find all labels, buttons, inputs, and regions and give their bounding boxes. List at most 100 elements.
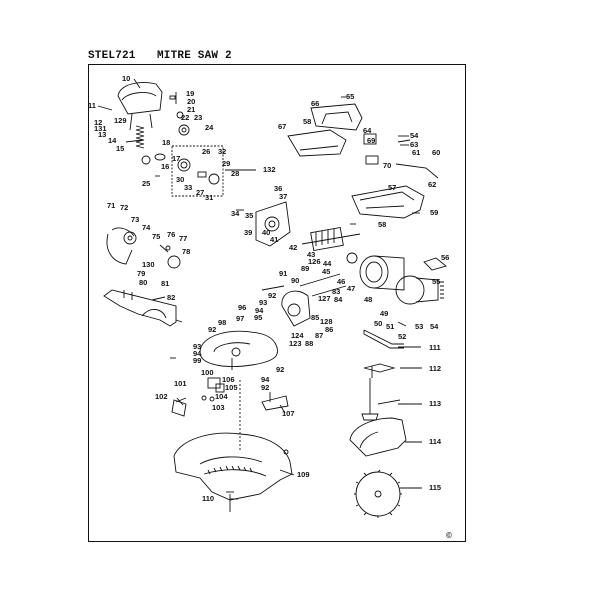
part-label: 62 — [428, 180, 437, 189]
part-label: 87 — [315, 331, 324, 340]
part-label: 82 — [167, 293, 176, 302]
part-label: 28 — [231, 169, 240, 178]
part-label: 130 — [142, 260, 155, 269]
part-label: 11 — [88, 101, 96, 110]
part-label: 45 — [322, 267, 331, 276]
diagram-frame — [88, 64, 466, 542]
part-label: 97 — [236, 314, 245, 323]
part-label: 86 — [325, 325, 334, 334]
part-label: 132 — [263, 165, 276, 174]
part-label: 39 — [244, 228, 253, 237]
part-label: 111 — [429, 343, 441, 352]
part-label: 65 — [346, 92, 355, 101]
copyright-mark: © — [446, 531, 452, 540]
part-label: 102 — [155, 392, 168, 401]
part-label: 15 — [116, 144, 125, 153]
part-label: 93 — [193, 342, 202, 351]
part-label: 57 — [388, 183, 397, 192]
part-label: 92 — [276, 365, 285, 374]
part-label: 112 — [429, 364, 442, 373]
part-label: 84 — [334, 295, 343, 304]
part-label: 33 — [184, 183, 193, 192]
part-label: 69 — [367, 136, 376, 145]
part-label: 12 — [94, 118, 103, 127]
part-label: 94 — [261, 375, 270, 384]
part-label: 126 — [308, 257, 321, 266]
part-label: 29 — [222, 159, 231, 168]
part-label: 124 — [291, 331, 304, 340]
part-label: 109 — [297, 470, 310, 479]
part-label: 91 — [279, 269, 288, 278]
part-label: 131 — [94, 124, 107, 133]
part-label: 89 — [301, 264, 310, 273]
part-label: 49 — [380, 309, 389, 318]
part-label: 75 — [152, 232, 161, 241]
part-label: 77 — [179, 234, 188, 243]
part-label: 64 — [363, 126, 372, 135]
part-label: 58 — [303, 117, 312, 126]
part-label: 43 — [307, 250, 316, 259]
part-label: 30 — [176, 175, 185, 184]
part-label: 22 — [181, 113, 190, 122]
part-label: 127 — [318, 294, 331, 303]
part-label: 70 — [383, 161, 392, 170]
part-label: 53 — [415, 322, 424, 331]
part-label: 60 — [432, 148, 441, 157]
part-label: 54 — [430, 322, 439, 331]
part-label: 129 — [114, 116, 127, 125]
part-label: 66 — [311, 99, 320, 108]
diagram-title: MITRE SAW 2 — [157, 50, 232, 62]
part-label: 78 — [182, 247, 191, 256]
part-label: 73 — [131, 215, 140, 224]
part-label: 32 — [218, 147, 227, 156]
part-label: 110 — [202, 494, 215, 503]
part-label: 16 — [161, 162, 170, 171]
part-label: 103 — [212, 403, 225, 412]
part-label: 101 — [174, 379, 187, 388]
part-label: 92 — [208, 325, 217, 334]
part-label: 54 — [410, 131, 419, 140]
part-label: 98 — [218, 318, 227, 327]
part-label: 50 — [374, 319, 383, 328]
part-label: 95 — [254, 313, 263, 322]
part-label: 99 — [193, 356, 202, 365]
model-number: STEL721 — [88, 50, 136, 62]
part-label: 92 — [261, 383, 270, 392]
part-label: 94 — [255, 306, 264, 315]
part-label: 105 — [225, 383, 238, 392]
part-label: 55 — [432, 277, 441, 286]
part-label: 90 — [291, 276, 300, 285]
part-label: 61 — [412, 148, 421, 157]
part-label: 44 — [323, 259, 332, 268]
part-label: 48 — [364, 295, 373, 304]
part-label: 63 — [410, 140, 419, 149]
part-label: 56 — [441, 253, 450, 262]
part-label: 104 — [215, 392, 228, 401]
part-label: 83 — [332, 287, 341, 296]
part-label: 74 — [142, 223, 151, 232]
part-label: 115 — [429, 483, 442, 492]
part-label: 51 — [386, 322, 395, 331]
part-label: 20 — [187, 97, 196, 106]
part-label: 93 — [259, 298, 268, 307]
part-label: 52 — [398, 332, 407, 341]
part-label: 106 — [222, 375, 235, 384]
part-label: 14 — [108, 136, 117, 145]
part-label: 113 — [429, 399, 442, 408]
part-label: 59 — [430, 208, 439, 217]
part-label: 72 — [120, 203, 129, 212]
part-label: 85 — [311, 313, 320, 322]
part-label: 26 — [202, 147, 211, 156]
part-label: 71 — [107, 201, 116, 210]
part-label: 31 — [205, 193, 214, 202]
part-label: 58 — [378, 220, 387, 229]
part-label: 13 — [98, 130, 107, 139]
part-label: 40 — [262, 228, 271, 237]
part-label: 79 — [137, 269, 146, 278]
part-label: 19 — [186, 89, 195, 98]
part-label: 80 — [139, 278, 148, 287]
part-label: 18 — [162, 138, 171, 147]
part-label: 128 — [320, 317, 333, 326]
part-label: 27 — [196, 188, 205, 197]
